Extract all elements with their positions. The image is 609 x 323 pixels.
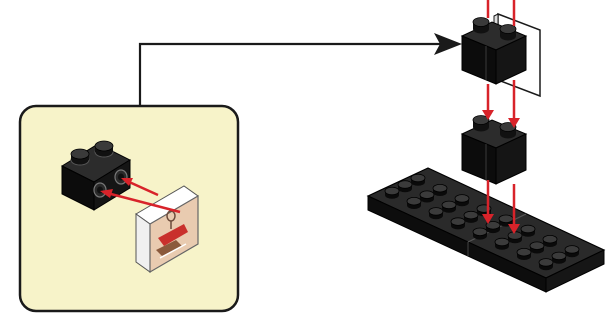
plate-stud-top (543, 235, 557, 243)
plate-stud-top (508, 232, 522, 240)
plate-stud-top (455, 195, 469, 203)
plate-stud-top (565, 246, 579, 254)
callout-background (20, 106, 238, 311)
plate-stud-top (499, 215, 513, 223)
plate-stud-top (407, 197, 421, 205)
plate-stud-top (552, 252, 566, 260)
plate-stud-top (451, 218, 465, 226)
plate-stud-top (433, 184, 447, 192)
plate-stud-top (539, 259, 553, 267)
plate-stud-top (464, 211, 478, 219)
callout-box (20, 106, 238, 311)
plate-icon (368, 168, 604, 292)
plate-stud-top (429, 208, 443, 216)
plate-stud-top (521, 225, 535, 233)
plate-stud-top (411, 174, 425, 182)
plate-stud-top (473, 228, 487, 236)
plate-stud-top (495, 238, 509, 246)
plate-stud-top (442, 201, 456, 209)
top-brick-icon (462, 14, 540, 96)
plate-stud-top (385, 187, 399, 195)
plate-stud-top (420, 191, 434, 199)
middle-brick-icon (462, 116, 526, 185)
plate-stud-top (517, 248, 531, 256)
plate-stud-top (398, 181, 412, 189)
connector-arrow (140, 33, 462, 105)
plate-stud-top (530, 242, 544, 250)
connector-line (140, 44, 445, 105)
